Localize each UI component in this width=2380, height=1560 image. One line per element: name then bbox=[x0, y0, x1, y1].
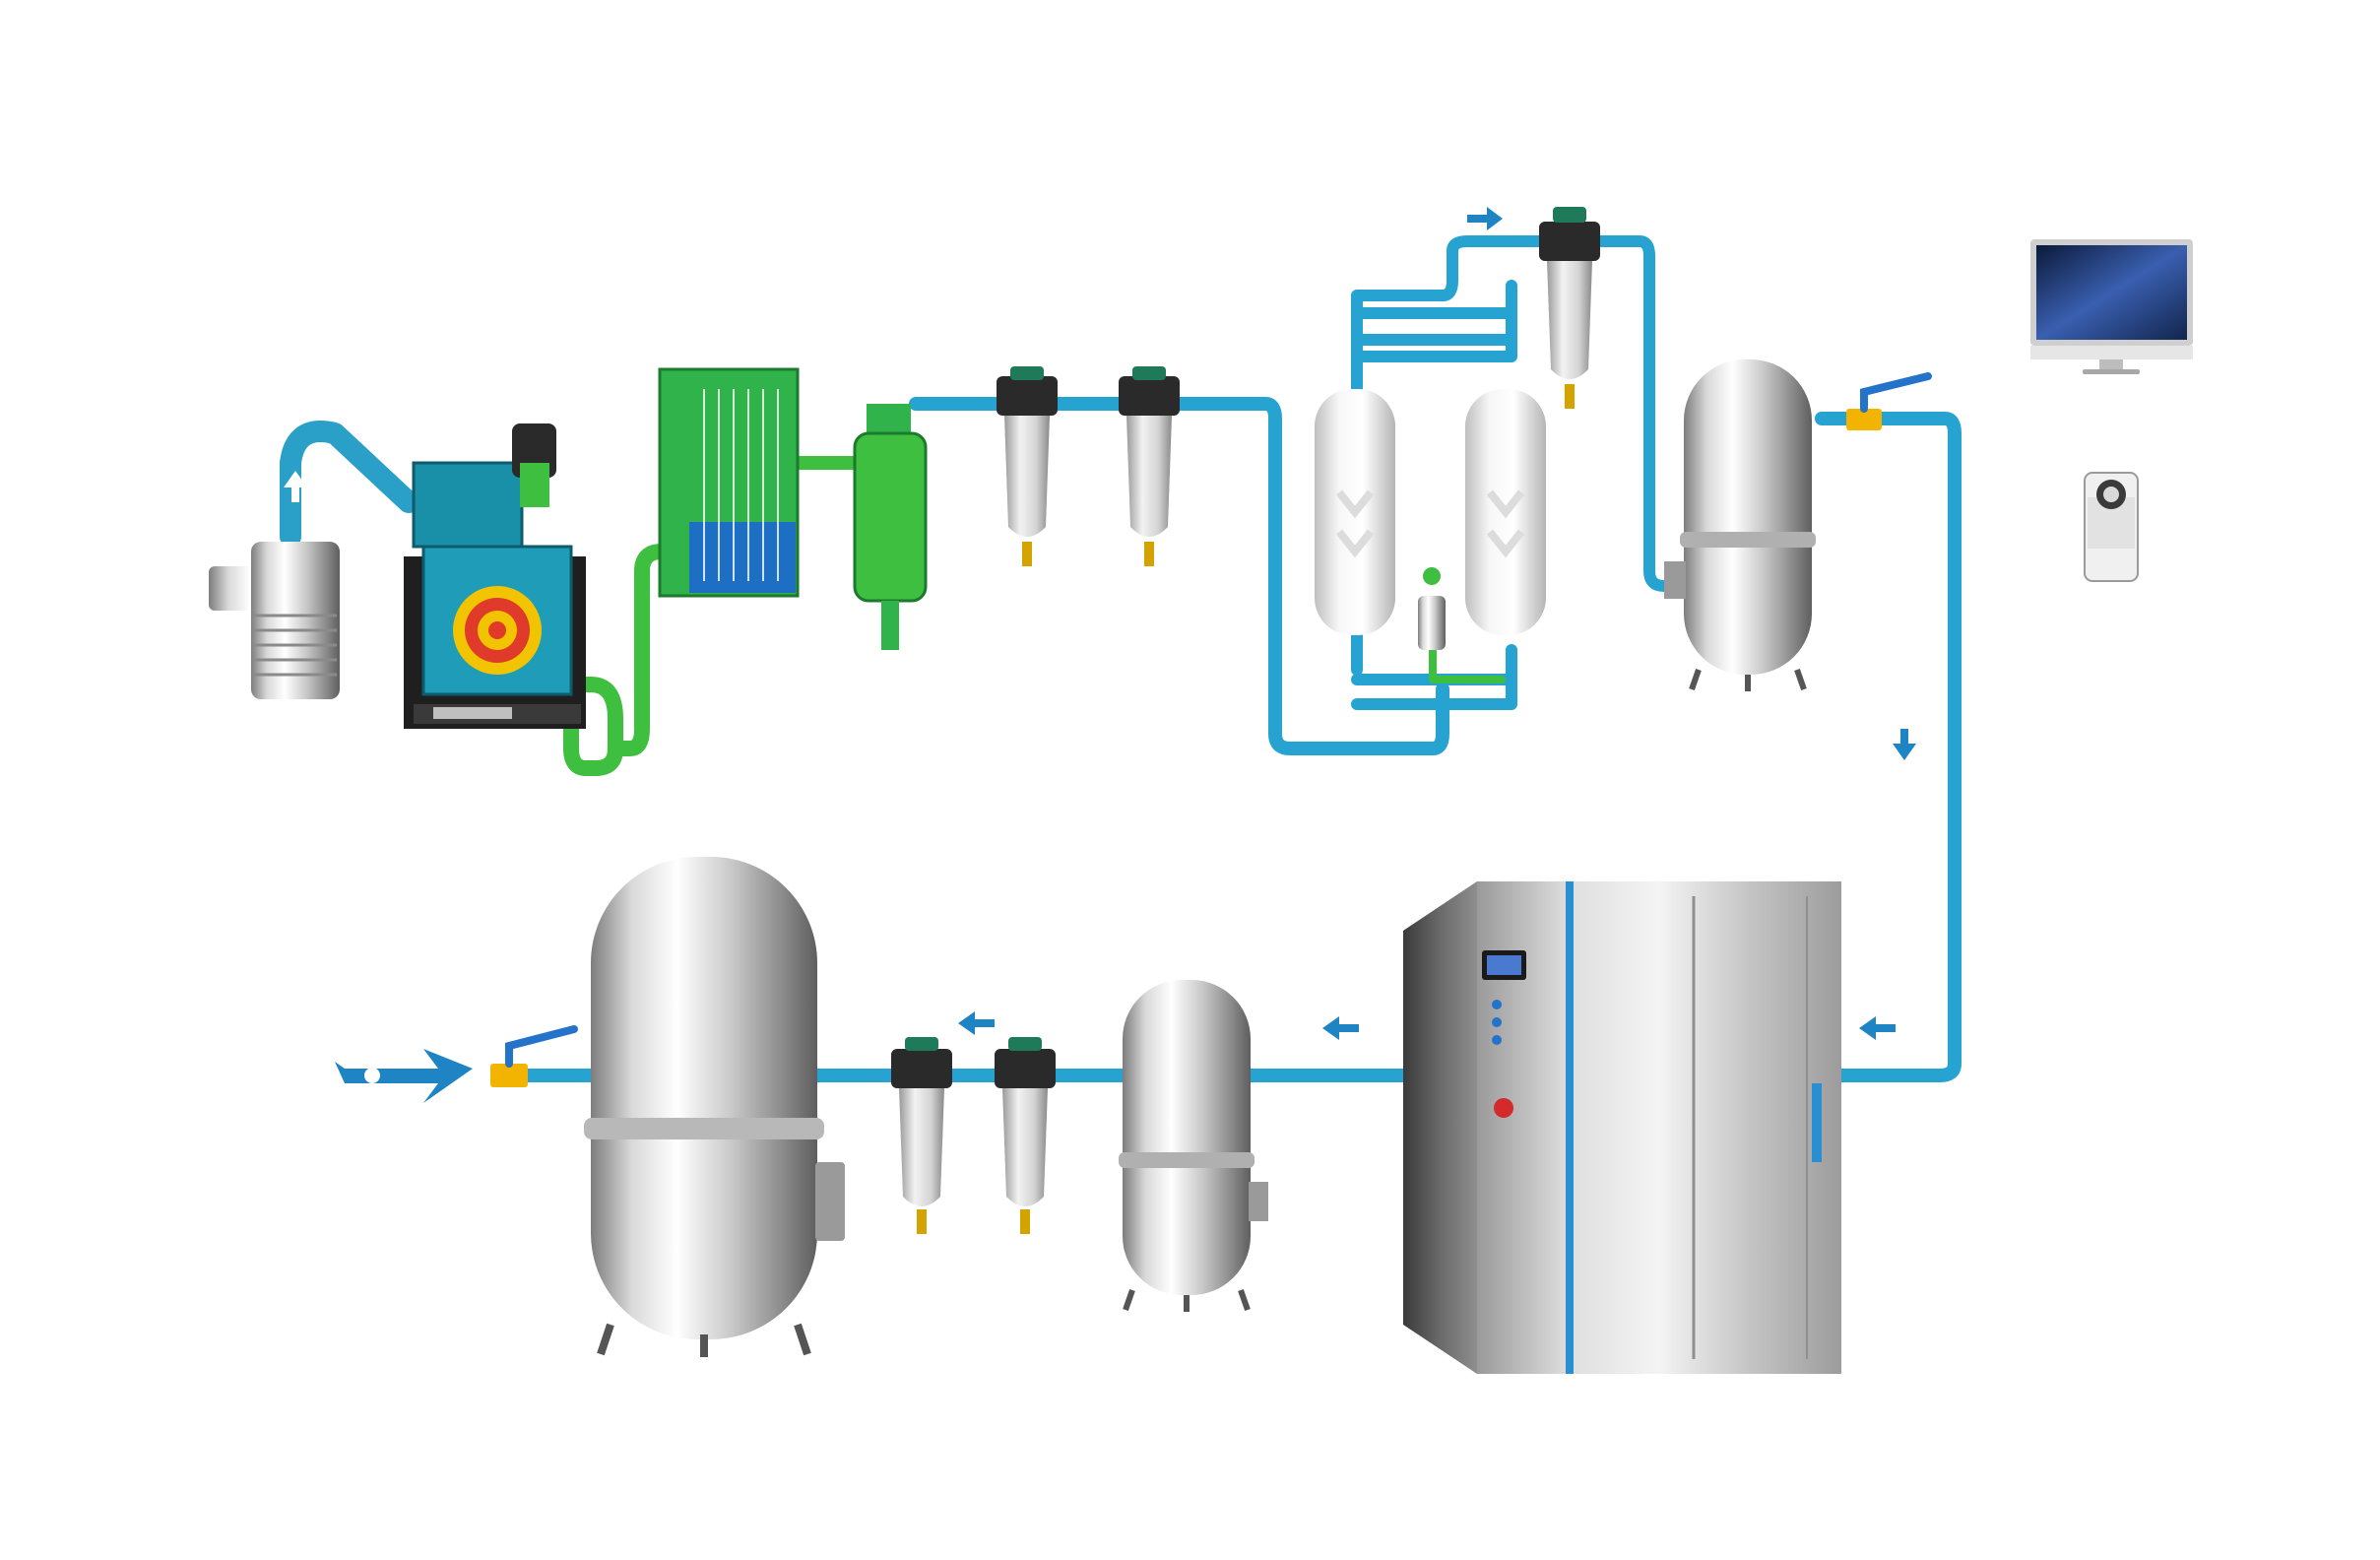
outlet-valve-icon bbox=[490, 1025, 578, 1087]
discharge-pipe-green bbox=[563, 677, 623, 776]
flow-arrow-icon bbox=[958, 1011, 995, 1035]
aftercooler-icon bbox=[658, 367, 800, 598]
flow-arrows bbox=[335, 207, 1916, 1103]
outlet-filter-2-icon bbox=[995, 1037, 1056, 1234]
flow-arrow-icon bbox=[1322, 1016, 1359, 1040]
receiver-valve-icon bbox=[1846, 372, 1932, 430]
storage-tank-icon bbox=[584, 857, 845, 1357]
buffer-tank-icon bbox=[1119, 980, 1268, 1312]
line-filter-2-icon bbox=[1119, 366, 1180, 566]
discharge-riser-green bbox=[608, 544, 687, 756]
dryer-green-regen bbox=[1429, 646, 1506, 683]
dust-filter-icon bbox=[1539, 207, 1600, 409]
air-intake-filter-icon bbox=[209, 542, 340, 699]
up-arrow-icon bbox=[284, 471, 307, 502]
handheld-device-icon bbox=[2084, 472, 2139, 582]
line-filter-1-icon bbox=[997, 366, 1058, 566]
outlet-arrow-eye bbox=[364, 1068, 380, 1083]
adsorption-dryer-tower-b-icon bbox=[1465, 389, 1546, 635]
screw-compressor-icon bbox=[284, 423, 586, 729]
flow-arrow-icon bbox=[1467, 207, 1503, 230]
generator-cabinet-icon bbox=[1403, 881, 1841, 1374]
intake-hose bbox=[280, 421, 419, 548]
outlet-arrow bbox=[335, 1049, 473, 1103]
receiver-outlet-pipe bbox=[1815, 412, 1962, 1082]
dryer-crossbar-3 bbox=[1351, 280, 1517, 362]
water-separator-icon bbox=[853, 404, 928, 650]
flow-arrow-icon bbox=[1893, 729, 1916, 760]
flow-arrow-icon bbox=[1859, 1016, 1896, 1040]
main-line-top bbox=[909, 397, 1449, 755]
outlet-filter-1-icon bbox=[891, 1037, 952, 1234]
regen-valve-icon bbox=[1418, 567, 1446, 650]
dryer-bottom-2 bbox=[1351, 674, 1517, 710]
adsorption-dryer-tower-a-icon bbox=[1315, 389, 1395, 635]
air-receiver-tank-icon bbox=[1664, 359, 1816, 691]
desktop-monitor-icon bbox=[2030, 239, 2193, 374]
